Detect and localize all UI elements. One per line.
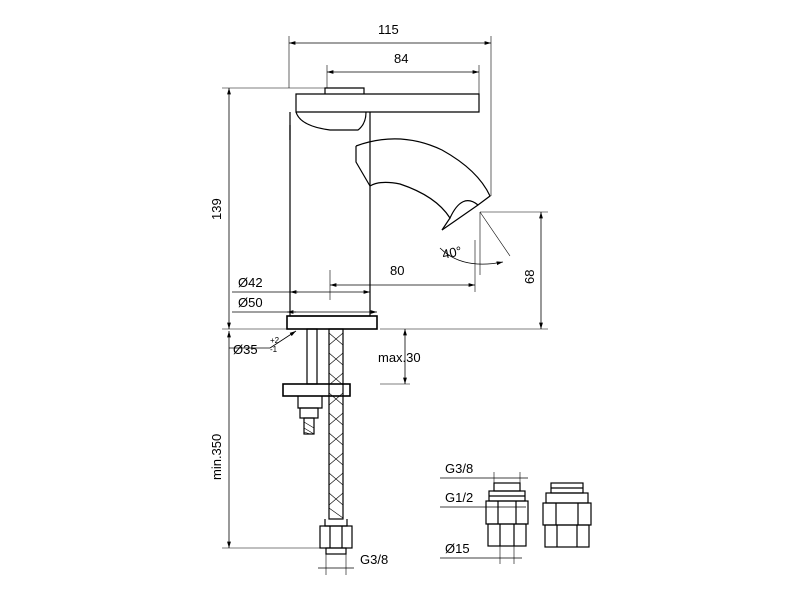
dim-hole-tol-minus: -1	[270, 345, 278, 354]
braided-hose	[328, 328, 344, 520]
fixings	[282, 328, 353, 555]
mounting-plate	[282, 383, 351, 397]
adapter-thread-top: G3/8	[445, 461, 473, 476]
dim-base-diameter: Ø50	[238, 295, 263, 310]
dimension-lines	[222, 36, 548, 575]
dim-min-hose-length: min.350	[209, 434, 224, 480]
faucet-base	[286, 315, 378, 330]
hose-nut	[319, 525, 353, 549]
dim-hole-tol-plus: +2	[270, 336, 280, 345]
faucet	[286, 87, 491, 330]
adapter-right	[542, 482, 592, 548]
dim-hole-diameter: Ø35	[233, 342, 258, 357]
dim-hose-thread: G3/8	[360, 552, 388, 567]
adapter-fittings	[485, 482, 592, 548]
dim-angle: 40°	[441, 243, 463, 262]
dim-max-thickness: max.30	[378, 350, 421, 365]
adapter-left	[485, 482, 529, 547]
dim-lever-length: 84	[394, 51, 408, 66]
adapter-pipe-diameter: Ø15	[445, 541, 470, 556]
dim-body-diameter: Ø42	[238, 275, 263, 290]
dim-spout-height: 68	[522, 270, 537, 284]
spout	[355, 138, 491, 220]
dim-width-overall: 115	[378, 22, 399, 37]
adapter-thread-mid: G1/2	[445, 490, 473, 505]
dim-spout-reach: 80	[390, 263, 404, 278]
lever-handle	[295, 93, 480, 113]
threaded-rod	[306, 328, 318, 385]
dim-height-overall: 139	[209, 198, 224, 220]
dimension-labels: 115 84 139 40° 80 68 Ø42 Ø50 Ø35 +2 -1 m…	[209, 22, 537, 567]
